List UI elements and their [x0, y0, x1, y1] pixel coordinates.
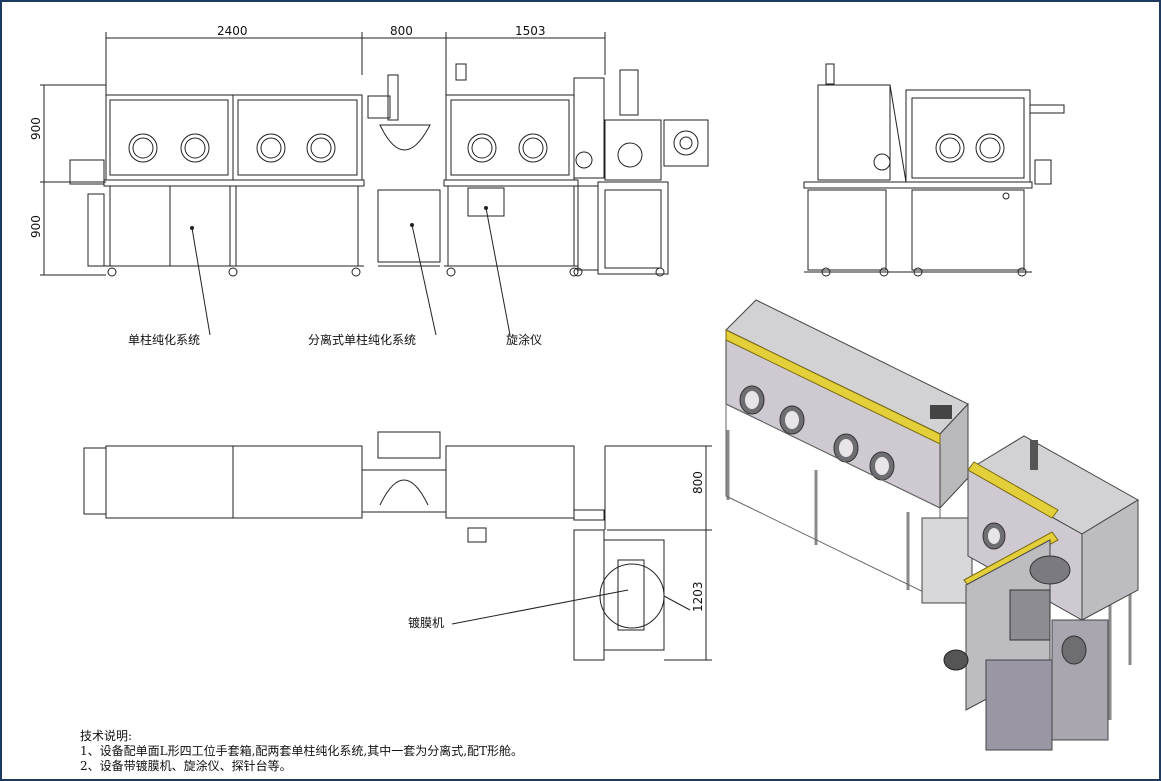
side-elevation [803, 63, 1065, 277]
technical-notes-title: 技术说明: [80, 729, 133, 743]
dim-800: 800 [390, 24, 413, 38]
label-coating-machine: 镀膜机 [408, 616, 444, 630]
dim-plan-800: 800 [691, 471, 705, 494]
dim-900-lower: 900 [29, 215, 43, 238]
plan-view [83, 431, 712, 661]
technical-note-1: 1、设备配单面L形四工位手套箱,配两套单柱纯化系统,其中一套为分离式,配T形舱。 [80, 744, 524, 758]
technical-note-2: 2、设备带镀膜机、旋涂仪、探针台等。 [80, 759, 292, 773]
front-elevation [40, 32, 709, 277]
label-spin-coater: 旋涂仪 [506, 332, 542, 347]
dim-1503: 1503 [515, 24, 546, 38]
dim-2400: 2400 [217, 24, 248, 38]
dim-900-upper: 900 [29, 117, 43, 140]
dim-plan-1203: 1203 [691, 581, 705, 612]
leader-lines [191, 207, 629, 625]
label-purification-system: 单柱纯化系统 [128, 332, 200, 347]
isometric-render [725, 299, 1139, 751]
label-split-purification-system: 分离式单柱纯化系统 [308, 332, 416, 347]
